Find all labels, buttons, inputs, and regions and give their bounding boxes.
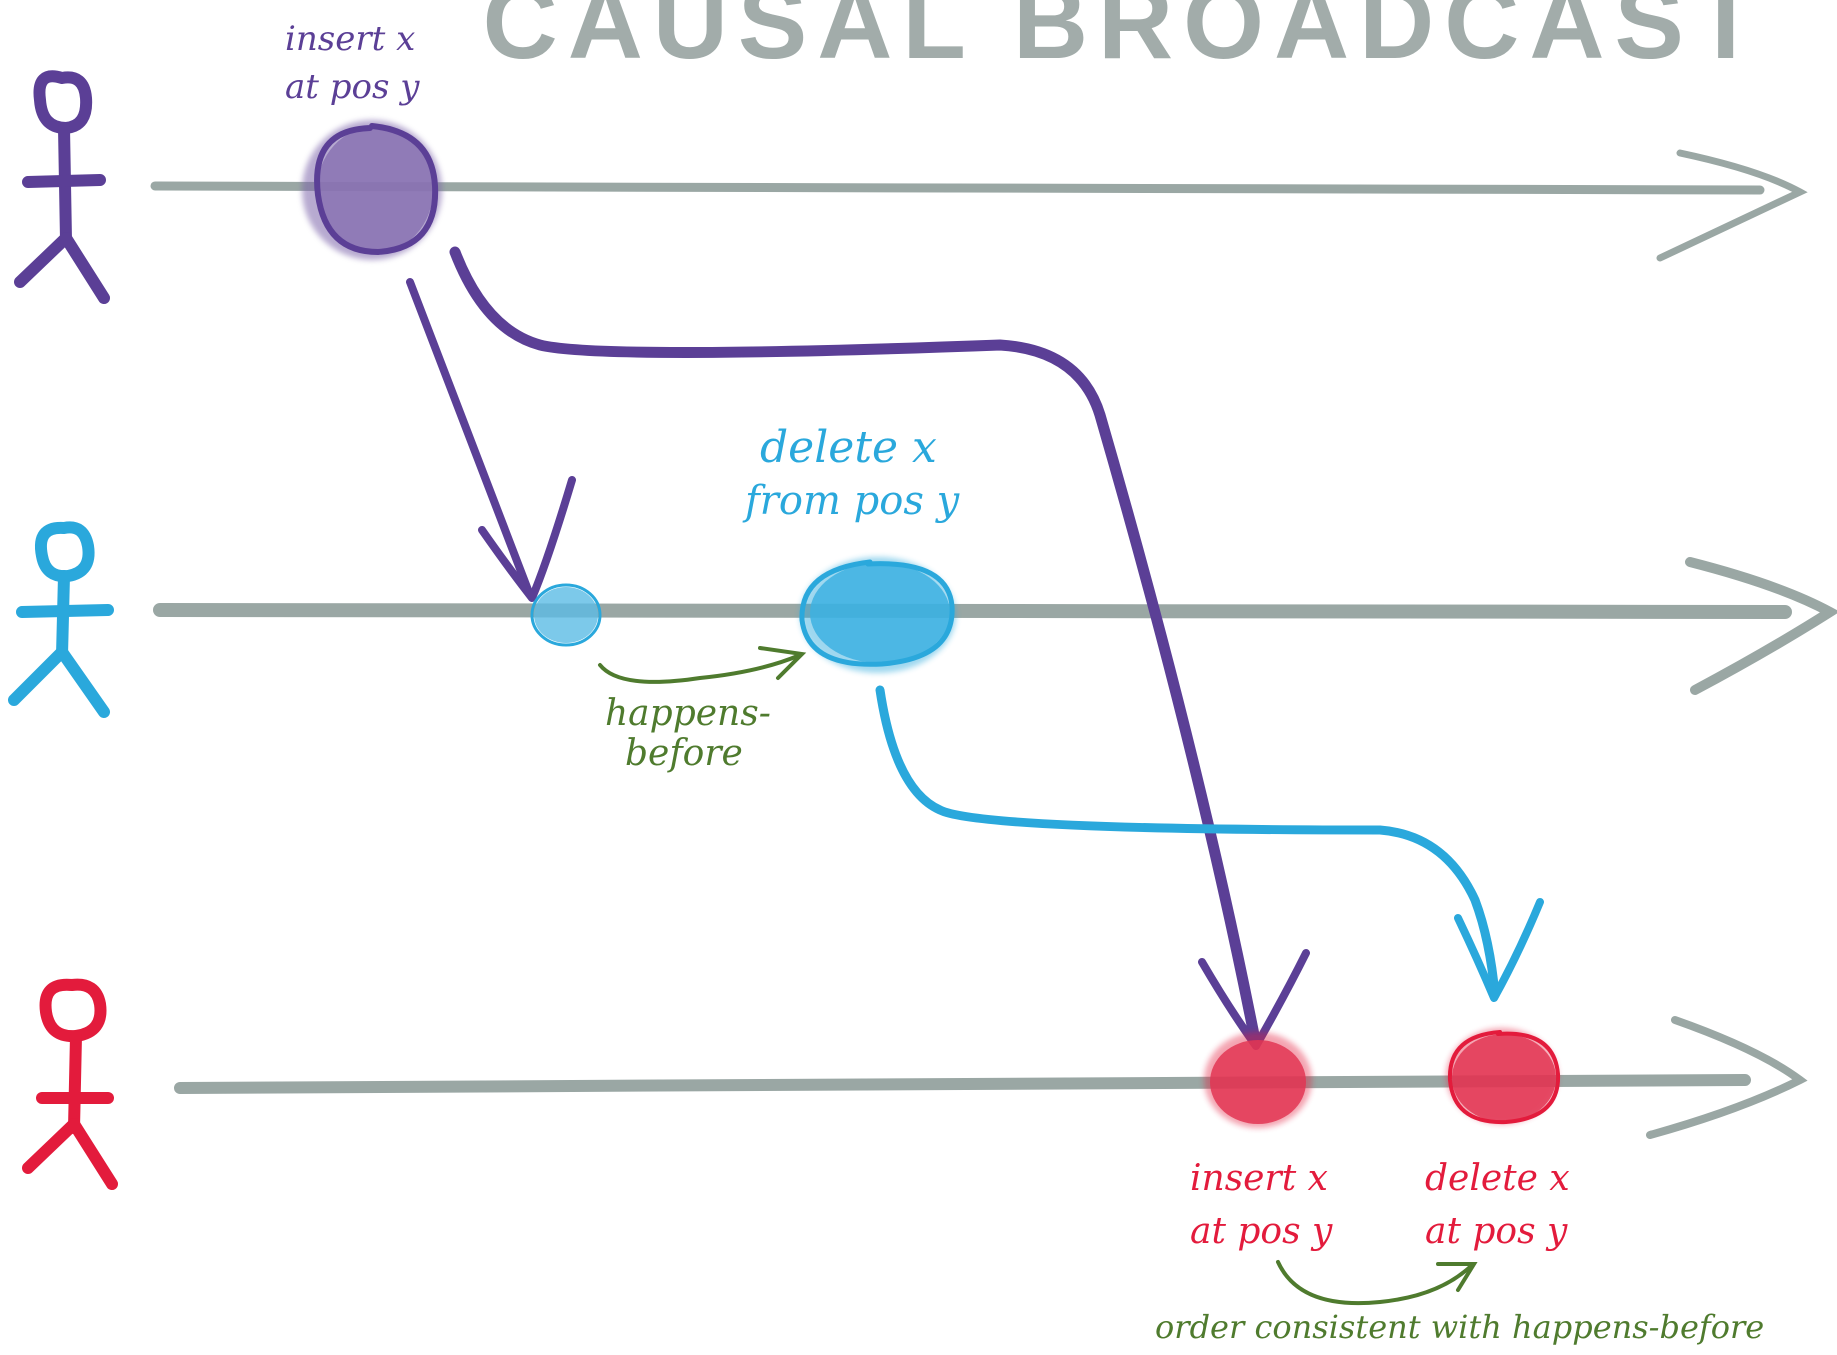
user3-insert-event bbox=[1204, 1032, 1312, 1128]
happens-before-label-line1: happens- bbox=[605, 693, 771, 734]
user3-delete-label-line1: delete x bbox=[1425, 1158, 1570, 1199]
user3-stick-figure-icon bbox=[22, 978, 118, 1190]
user1-stick-figure-icon bbox=[14, 70, 110, 304]
user2-delete-event bbox=[799, 557, 956, 673]
order-consistent-note: order consistent with happens-before bbox=[1155, 1308, 1764, 1346]
happens-before-arrow bbox=[598, 646, 807, 684]
arrow-delete-to-user3 bbox=[875, 685, 1544, 1002]
user1-event-label-line1: insert x bbox=[285, 19, 415, 59]
happens-before-label-line2: before bbox=[625, 733, 743, 774]
diagram-title: CAUSAL BROADCAST bbox=[483, 0, 1768, 81]
user2-receive-insert-event bbox=[530, 583, 602, 647]
arrow-insert-to-user2 bbox=[406, 278, 576, 602]
user2-event-label-line1: delete x bbox=[760, 422, 937, 473]
user3-delete-event bbox=[1446, 1028, 1561, 1125]
user1-event-label-line2: at pos y bbox=[285, 67, 420, 107]
user1-insert-event bbox=[302, 120, 442, 260]
user2-stick-figure-icon bbox=[8, 521, 114, 718]
timeline-user2 bbox=[153, 557, 1837, 695]
user3-insert-label-line1: insert x bbox=[1190, 1158, 1328, 1199]
user2-event-label-line2: from pos y bbox=[742, 478, 961, 524]
user3-insert-label-line2: at pos y bbox=[1190, 1211, 1333, 1252]
user3-delete-label-line2: at pos y bbox=[1425, 1211, 1568, 1252]
order-consistent-arrow bbox=[1276, 1260, 1478, 1306]
